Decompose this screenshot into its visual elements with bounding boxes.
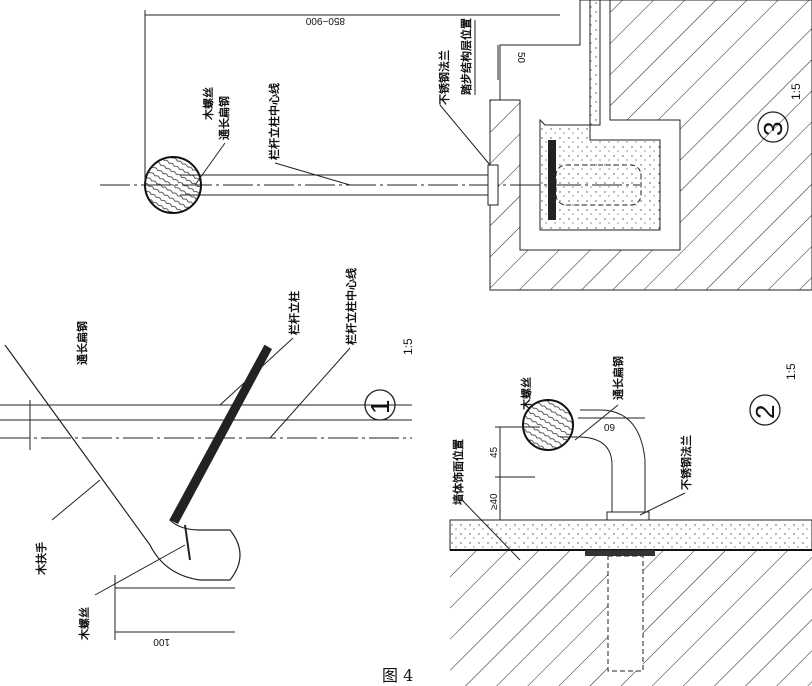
dim-50: 50 [515,52,526,64]
detail-number-circle [364,389,396,421]
label-railing-post: 栏杆立柱 [287,291,301,335]
railing-pipe [560,409,646,520]
label-wood-handrail: 木扶手 [34,542,48,576]
stainless-flange [487,164,499,206]
dim-100: 100 [153,636,170,647]
dim-gte40: ≥40 [489,493,500,510]
leader-line [574,404,619,441]
wood-screw-icon [184,524,191,561]
detail-2: 45 ≥40 60 墙体饰面位置 木螺丝 通长扁钢 不锈钢法兰 2 1:5 [449,356,812,686]
detail-1: 100 木扶手 木螺丝 通长扁钢 栏杆立柱 栏杆立柱中心线 1 1:5 [0,268,415,647]
detail-3: 850~900 50 木螺丝 通长扁钢 栏杆立柱中心线 不锈钢法兰 踏步结构层位… [100,0,812,291]
wood-handrail-section [522,399,574,451]
leader-line [51,479,101,521]
leader-line [461,499,521,561]
label-flat-steel: 通长扁钢 [217,96,231,140]
detail-number-circle [749,394,781,426]
leader-line [94,544,186,596]
leader-line [274,162,351,186]
label-wood-screw: 木螺丝 [77,607,91,641]
leader-line [639,492,686,516]
finish-layer [539,0,661,231]
label-post-centerline: 栏杆立柱中心线 [344,268,358,345]
detail-number-circle [757,111,789,143]
label-flange: 不锈钢法兰 [437,50,451,105]
detail-number: 1 [365,400,395,414]
scale-label: 1:5 [789,83,803,100]
label-wall-finish: 墙体饰面位置 [451,439,465,505]
flat-steel [170,345,272,524]
dim-60: 60 [603,421,615,432]
leader-line [269,347,351,439]
label-post-centerline: 栏杆立柱中心线 [267,83,281,160]
detail-number: 2 [750,405,780,419]
base-plate [585,550,655,556]
label-flange: 不锈钢法兰 [679,435,693,490]
scale-label: 1:5 [784,363,798,380]
detail-number: 3 [758,122,788,136]
wall-finish-layer [449,519,812,551]
base-plate [548,140,556,220]
anchor-sleeve [555,164,642,206]
stainless-flange [606,511,650,521]
wood-handrail-profile [4,344,266,581]
label-flat-steel: 通长扁钢 [611,356,625,400]
dim-850-900: 850~900 [305,15,345,26]
figure-caption: 图 4 [382,666,414,685]
label-step-structure: 踏步结构层位置 [459,18,473,95]
label-wood-screw: 木螺丝 [519,377,533,411]
leader-line [194,142,226,186]
dim-45: 45 [489,446,500,458]
wood-handrail-section [144,156,202,214]
leader-line [219,337,294,406]
label-wood-screw: 木螺丝 [201,87,215,121]
anchor-sleeve [607,555,644,672]
scale-label: 1:5 [401,338,415,355]
leader-line [439,104,491,166]
label-flat-steel: 通长扁钢 [75,321,89,365]
